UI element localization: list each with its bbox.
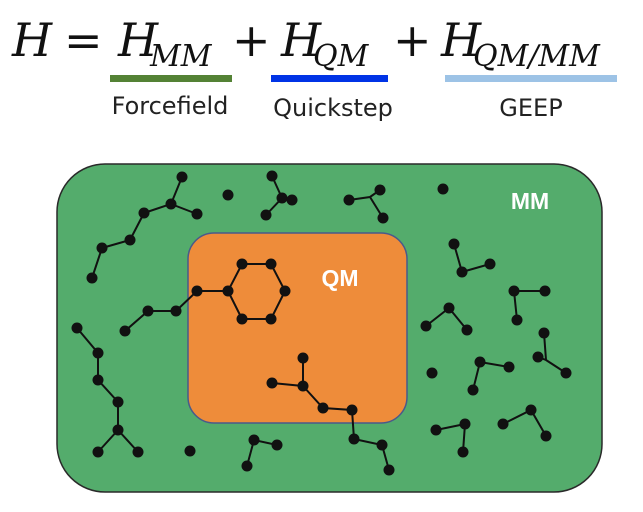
atom: [503, 361, 515, 373]
qm-region: [187, 232, 408, 424]
equation-lhs: H: [11, 13, 53, 67]
atom: [112, 396, 124, 408]
mm-region-label: MM: [511, 188, 549, 214]
term-qm-base: H: [280, 13, 322, 67]
atom: [508, 285, 520, 297]
atom: [184, 445, 196, 457]
atom: [86, 272, 98, 284]
atom: [286, 194, 298, 206]
atom: [484, 258, 496, 270]
atom: [170, 305, 182, 317]
atom: [142, 305, 154, 317]
atom: [92, 347, 104, 359]
label-geep: GEEP: [499, 94, 562, 122]
atom: [383, 464, 395, 476]
atom: [92, 374, 104, 386]
atom: [92, 446, 104, 458]
atom: [448, 238, 460, 250]
atom: [279, 285, 291, 297]
atom: [437, 183, 449, 195]
atom: [346, 404, 358, 416]
atom: [119, 325, 131, 337]
atom: [248, 434, 260, 446]
underline-mm-bar: [110, 75, 232, 82]
atom: [138, 207, 150, 219]
atom: [271, 439, 283, 451]
term-mm-base: H: [117, 13, 159, 67]
atom: [511, 314, 523, 326]
atom: [265, 313, 277, 325]
atom: [297, 352, 309, 364]
atom: [276, 192, 288, 204]
atom: [112, 424, 124, 436]
atom: [457, 446, 469, 458]
label-quickstep: Quickstep: [273, 94, 393, 122]
atom: [430, 424, 442, 436]
atom: [374, 184, 386, 196]
equation: H = H MM + H QM + H QM/MM: [11, 13, 601, 74]
atom: [426, 367, 438, 379]
atom: [297, 380, 309, 392]
atom: [241, 460, 253, 472]
atom: [459, 418, 471, 430]
atom: [317, 402, 329, 414]
atom: [525, 404, 537, 416]
atom: [260, 209, 272, 221]
plus-sign-2: +: [393, 13, 432, 67]
atom: [497, 418, 509, 430]
atom: [236, 258, 248, 270]
equals-sign: =: [64, 13, 103, 67]
atom: [222, 189, 234, 201]
atom: [348, 433, 360, 445]
atom: [474, 356, 486, 368]
atom: [266, 377, 278, 389]
underline-qm-bar: [271, 75, 388, 82]
atom: [236, 313, 248, 325]
atom: [71, 322, 83, 334]
atom: [165, 198, 177, 210]
atom: [222, 285, 234, 297]
term-qmmm-subscript: QM/MM: [473, 39, 601, 74]
atom: [420, 320, 432, 332]
atom: [191, 208, 203, 220]
atom: [265, 258, 277, 270]
term-qmmm-base: H: [440, 13, 482, 67]
atom: [560, 367, 572, 379]
atom: [124, 234, 136, 246]
atom: [467, 384, 479, 396]
atom: [538, 327, 550, 339]
label-forcefield: Forcefield: [112, 92, 229, 120]
atom: [343, 194, 355, 206]
atom: [132, 446, 144, 458]
atom: [532, 351, 544, 363]
atom: [461, 324, 473, 336]
atom: [377, 212, 389, 224]
atom: [456, 266, 468, 278]
qm-region-label: QM: [321, 265, 358, 291]
atom: [266, 170, 278, 182]
atom: [539, 285, 551, 297]
term-mm-subscript: MM: [149, 39, 213, 74]
atom: [540, 430, 552, 442]
atom: [96, 242, 108, 254]
atom: [176, 171, 188, 183]
atom: [443, 302, 455, 314]
molecule-atoms: [71, 170, 572, 476]
atom: [376, 439, 388, 451]
atom: [191, 285, 203, 297]
plus-sign-1: +: [232, 13, 271, 67]
term-qm-subscript: QM: [313, 39, 370, 74]
underline-qmmm-bar: [445, 75, 617, 82]
